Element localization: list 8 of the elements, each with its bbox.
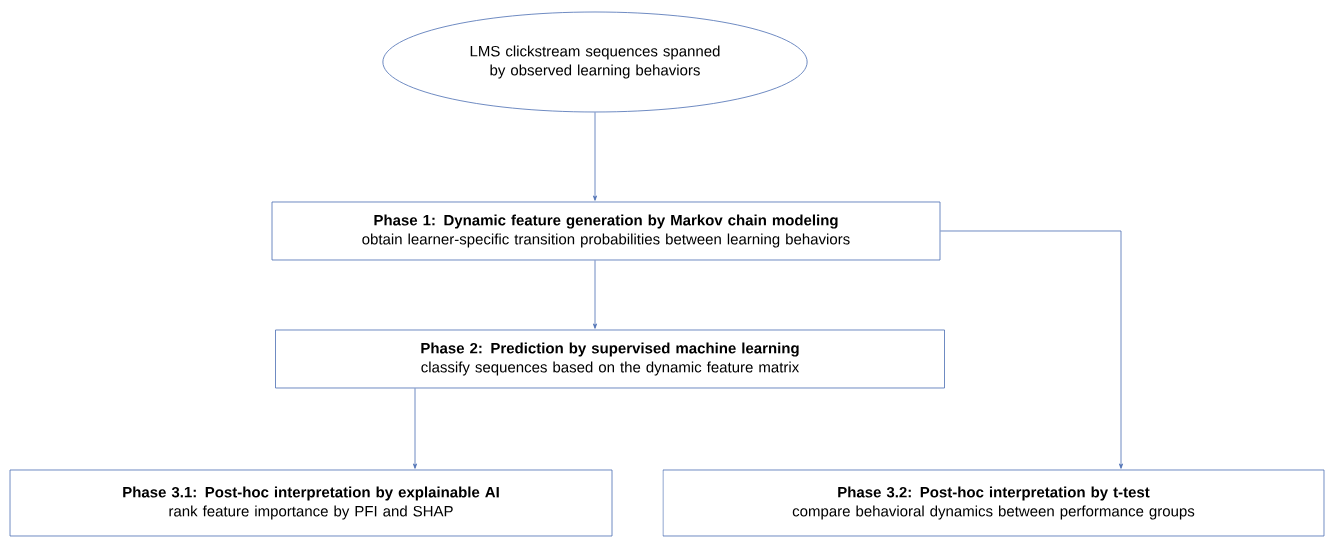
arrow [593,112,597,201]
arrow [413,388,417,469]
process-box: Phase 3.1: Post-hoc interpretation by explainable AI rank feature importance by PFI and SHAP [9,469,613,537]
arrow [940,230,1123,469]
process-box: Phase 2: Prediction by supervised machine learning classify sequences based on the dynamic feature matrix [275,329,945,389]
process-box: Phase 3.2: Post-hoc interpretation by t-test compare behavioral dynamics between performance groups [662,469,1325,537]
arrow [593,260,597,329]
process-box: Phase 1: Dynamic feature generation by Markov chain modeling obtain learner-specific transition probabilities between learning behaviors [271,201,941,261]
